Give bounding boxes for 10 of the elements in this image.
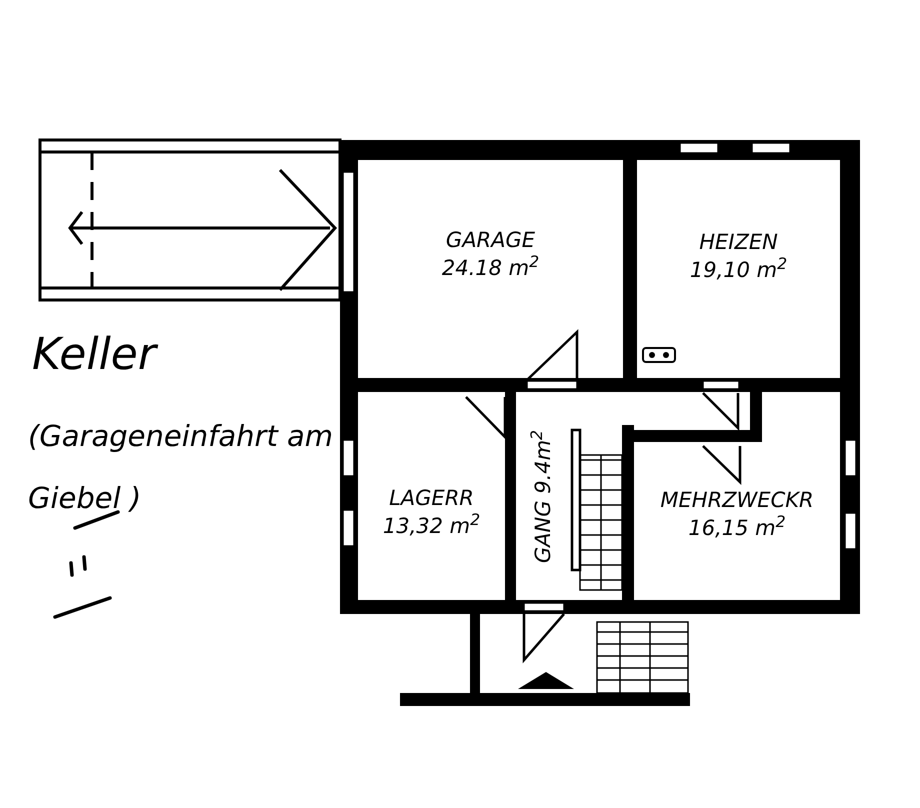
note-text: (Garageneinfahrt am Giebel ) xyxy=(28,418,334,517)
room-name: LAGERR xyxy=(389,485,474,512)
room-area-value: 16,15 m$^{2}$ xyxy=(688,514,786,542)
floor-title: Keller xyxy=(32,330,232,380)
room-area-value: 24.18 m$^{2}$ xyxy=(442,254,540,282)
room-area-value: 13,32 m$^{2}$ xyxy=(382,512,480,540)
room-name: HEIZEN xyxy=(699,229,778,256)
room-name: MEHRZWECKR xyxy=(660,487,814,514)
room-area-value: 19,10 m$^{2}$ xyxy=(690,256,788,284)
room-name: GARAGE xyxy=(446,227,536,254)
